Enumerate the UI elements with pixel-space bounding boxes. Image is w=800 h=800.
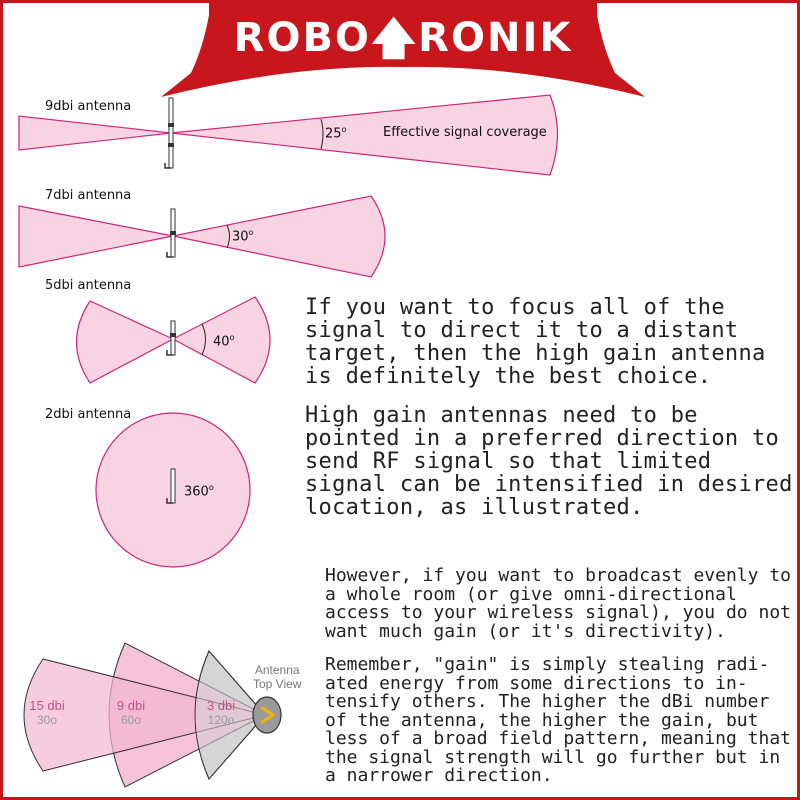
- brand-logo: ROBO🡅RONIK: [3, 13, 797, 64]
- lobe-label-9dbi: 9 dbi 60o: [116, 698, 146, 727]
- antenna-7dbi-icon: [166, 208, 176, 258]
- angle-9dbi: 25o: [325, 125, 347, 142]
- paragraph-high-gain: High gain antennas need to be pointed in…: [305, 403, 793, 520]
- paragraph-broadcast: However, if you want to broadcast evenly…: [325, 565, 791, 642]
- angle-2dbi: 360o: [184, 483, 214, 500]
- antenna-5dbi-icon: [166, 320, 176, 356]
- label-9dbi: 9dbi antenna: [45, 99, 132, 114]
- antenna-2dbi-icon: [166, 468, 176, 504]
- beam-9dbi: [18, 94, 559, 176]
- antenna-9dbi-icon: [164, 97, 174, 169]
- lobe-label-3dbi: 3 dbi 120o: [206, 698, 236, 727]
- up-arrow-icon: 🡅: [370, 13, 419, 64]
- brand-banner: [161, 3, 645, 97]
- label-5dbi: 5dbi antenna: [45, 278, 132, 293]
- angle-7dbi: 30o: [232, 228, 254, 245]
- antenna-topview-icon: [252, 696, 282, 734]
- brand-name-left: ROBO: [233, 15, 371, 61]
- antenna-diagrams: [18, 3, 645, 788]
- angle-5dbi: 40o: [213, 333, 235, 350]
- coverage-note: Effective signal coverage: [383, 125, 547, 140]
- label-2dbi: 2dbi antenna: [45, 407, 132, 422]
- lobe-15dbi: [23, 658, 266, 772]
- paragraph-focus: If you want to focus all of the signal t…: [305, 295, 766, 389]
- beam-5dbi: [75, 296, 271, 384]
- brand-name-right: RONIK: [418, 15, 573, 61]
- label-7dbi: 7dbi antenna: [45, 188, 132, 203]
- paragraph-gain-definition: Remember, "gain" is simply stealing radi…: [325, 654, 791, 786]
- topview-lobes: [23, 642, 267, 788]
- beam-7dbi: [18, 195, 386, 278]
- lobe-label-15dbi: 15 dbi 30o: [29, 698, 65, 727]
